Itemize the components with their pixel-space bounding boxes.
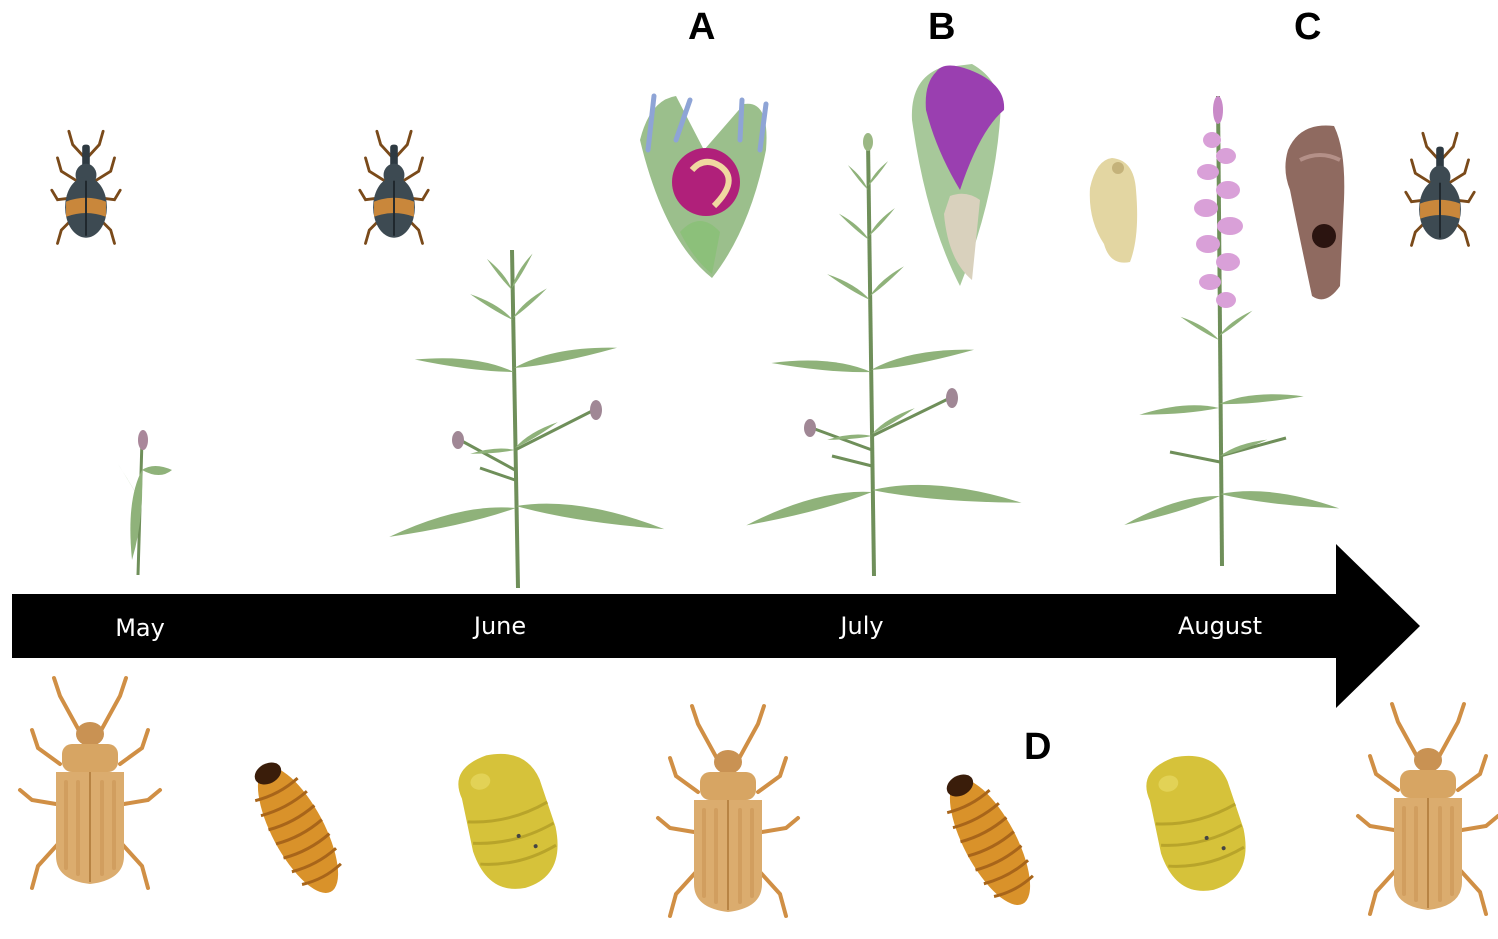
leaf-beetle-pupa-2 <box>1139 745 1256 900</box>
month-label-may: May <box>115 614 165 642</box>
panel-label-b: B <box>928 8 955 46</box>
flower-bud-opened <box>640 96 767 278</box>
leaf-beetle-pupa-1 <box>451 743 568 898</box>
weevil-larva <box>1090 158 1137 263</box>
month-label-june: June <box>472 612 526 640</box>
leaf-beetle-larva-2 <box>932 764 1046 916</box>
month-label-july: July <box>838 612 883 640</box>
plant-seedling-may <box>118 430 172 575</box>
leaf-beetle-adult-may <box>20 678 160 888</box>
leaf-beetle-adult-july <box>658 706 798 916</box>
leaf-beetle-adult-end <box>1358 704 1498 914</box>
flower-open-purple <box>912 64 1004 286</box>
leaf-beetle-larva-1 <box>240 752 354 904</box>
pupal-chamber-exit-hole <box>1285 126 1344 300</box>
month-label-august: August <box>1178 612 1262 640</box>
weevil-adult-august <box>1406 133 1474 245</box>
weevil-adult-may <box>52 131 120 243</box>
plant-june <box>387 250 665 588</box>
panel-label-c: C <box>1294 8 1321 46</box>
panel-label-a: A <box>688 8 715 46</box>
panel-label-d: D <box>1024 728 1051 766</box>
weevil-adult-june <box>360 131 428 243</box>
